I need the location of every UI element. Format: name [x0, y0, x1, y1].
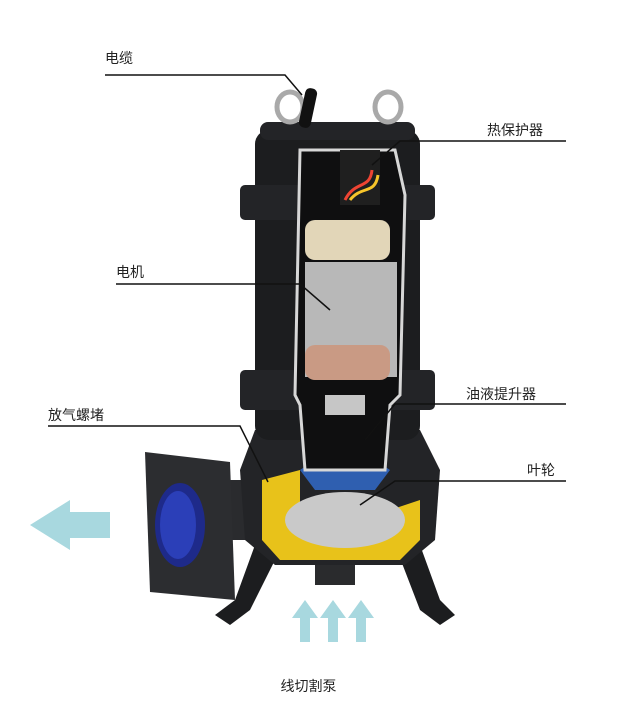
- label-oil-lifter: 油液提升器: [466, 387, 536, 403]
- caption: 线切割泵: [280, 679, 337, 695]
- cable-gland: [298, 88, 318, 128]
- label-thermal-protector: 热保护器: [487, 123, 543, 139]
- inlet-flow-arrows: [292, 600, 374, 642]
- label-cable: 电缆: [105, 51, 133, 67]
- lifting-eye-bolts: [274, 89, 404, 125]
- impeller-disc: [285, 492, 405, 548]
- label-motor: 电机: [116, 265, 144, 281]
- rotor-windings-top: [305, 220, 390, 260]
- label-vent-plug: 放气螺堵: [48, 408, 104, 424]
- label-impeller: 叶轮: [527, 463, 555, 479]
- outlet-flange: [145, 452, 270, 600]
- rotor-windings-bottom: [305, 345, 390, 380]
- leader-lines: [48, 74, 566, 506]
- outlet-flow-arrow: [30, 500, 110, 550]
